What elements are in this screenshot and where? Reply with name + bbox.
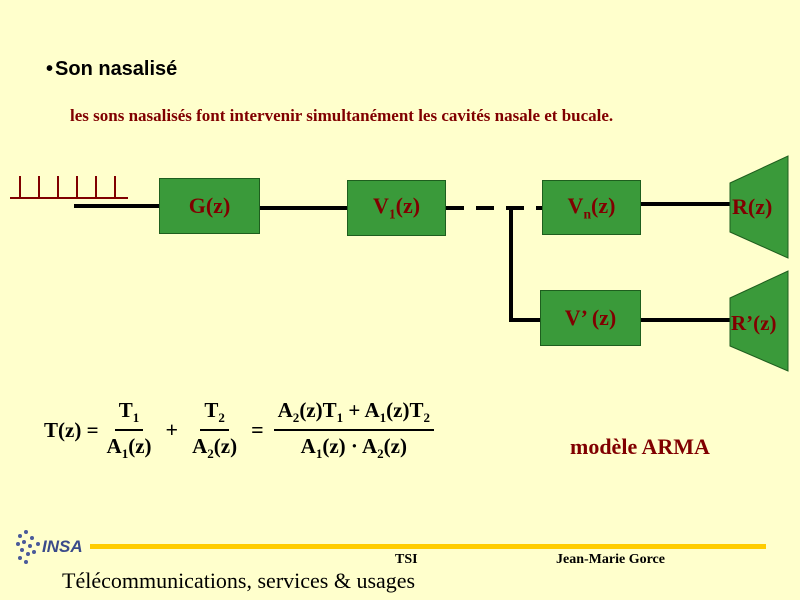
block-v1-label: V1(z) (372, 193, 421, 222)
radiator-r-shape (729, 155, 789, 259)
wire-branch (509, 209, 540, 322)
svg-text:INSA: INSA (42, 537, 83, 556)
fraction-combined: A2(z)T1 + A1(z)T2 A1(z) · A2(z) (273, 398, 434, 462)
eq-lhs: T(z) = (44, 417, 99, 442)
title-text: Son nasalisé (55, 58, 178, 80)
fraction-1: T1 A1(z) (106, 398, 152, 462)
eq-plus: + (165, 417, 179, 443)
footer-course: TSI (395, 552, 418, 567)
footer-author: Jean-Marie Gorce (556, 552, 665, 567)
block-vprime-label: V’ (z) (564, 305, 617, 330)
title-bullet: • (46, 58, 54, 80)
block-g: G(z) (159, 178, 260, 234)
eq-equals: = (251, 417, 264, 443)
radiator-r-label: R(z) (732, 194, 773, 219)
block-vn: Vn(z) (542, 180, 641, 235)
footer-program: Télécommunications, services & usages (62, 568, 416, 593)
slide-title: •Son nasalisé (46, 58, 177, 81)
block-g-label: G(z) (188, 193, 231, 218)
fraction-2: T2 A2(z) (192, 398, 238, 462)
insa-logo-icon: INSA (16, 530, 83, 564)
footer-rule (90, 544, 766, 549)
radiator-rprime-shape (729, 270, 789, 372)
transfer-function-equation: T(z) = T1 A1(z) + T2 A2(z) = A2(z)T1 + A… (44, 398, 438, 462)
block-vprime: V’ (z) (540, 290, 641, 346)
block-v1: V1(z) (347, 180, 446, 236)
block-vn-label: Vn(z) (567, 192, 616, 222)
radiator-rprime-label: R’(z) (731, 311, 777, 335)
impulse-train-icon (10, 176, 128, 199)
model-label: modèle ARMA (570, 434, 710, 459)
slide-subtitle: les sons nasalisés font intervenir simul… (70, 106, 614, 125)
